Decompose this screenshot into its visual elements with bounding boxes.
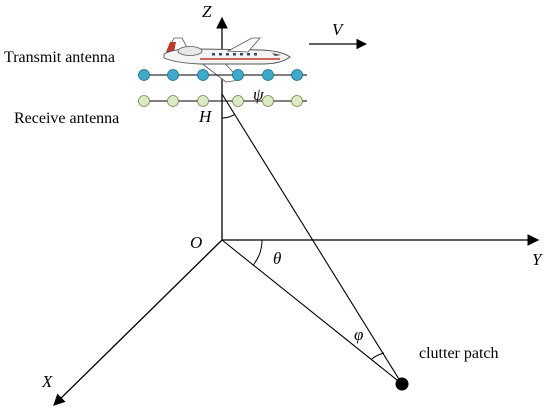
phi-arc <box>370 352 385 360</box>
receive-antenna-label: Receive antenna <box>14 110 119 127</box>
x-axis <box>53 239 223 406</box>
psi-arc <box>221 113 235 119</box>
velocity-label: V <box>332 20 345 39</box>
y-axis-label: Y <box>532 250 543 269</box>
x-axis-label: X <box>41 372 53 391</box>
line-of-sight <box>221 93 403 385</box>
transmit-antenna-array <box>138 69 307 81</box>
theta-arc <box>252 239 263 266</box>
airplane-icon <box>163 37 291 83</box>
height-label: H <box>198 107 213 126</box>
transmit-antenna-label: Transmit antenna <box>4 49 115 66</box>
clutter-patch-label: clutter patch <box>419 345 499 362</box>
theta-label: θ <box>273 249 281 268</box>
psi-label: ψ <box>253 85 264 104</box>
phi-label: φ <box>354 325 363 344</box>
z-axis-label: Z <box>202 2 212 21</box>
receive-antenna-array <box>138 95 307 107</box>
origin-label: O <box>190 233 202 252</box>
ground-projection-line <box>221 239 403 385</box>
clutter-patch-dot <box>395 377 409 391</box>
